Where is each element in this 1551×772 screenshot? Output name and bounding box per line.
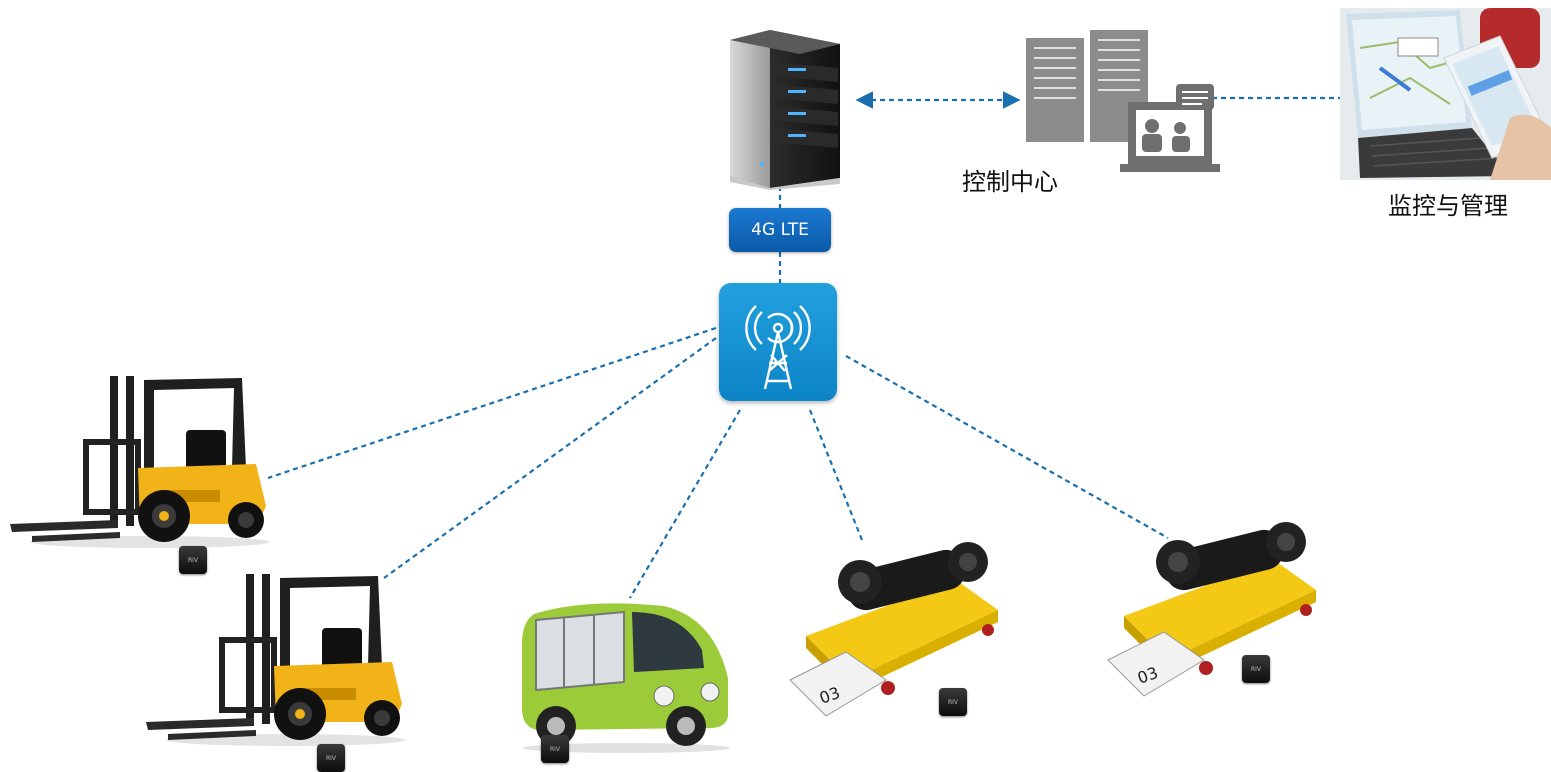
link-tower-forklift-1 [267,326,717,480]
cell-tower-icon [745,305,811,390]
link-tower-agv-1 [808,409,864,541]
electric-cart-icon [522,603,730,753]
agv-1-icon: 03 [789,542,998,717]
cell-tower-tile [719,283,837,401]
device-chip-agv-1: RIV [939,688,967,716]
link-tower-forklift-2 [383,337,717,579]
lte-badge: 4G LTE [729,208,831,252]
laptop-phone-illustration [1340,8,1551,180]
forklift-2-icon [146,574,406,746]
device-chip-forklift-2: RIV [317,744,345,772]
device-chip-text: RIV [549,745,561,753]
server-icon [730,30,840,190]
control-center-label: 控制中心 [962,168,1058,196]
forklift-1-icon [10,376,270,548]
device-chip-text: RIV [1250,665,1262,673]
device-chip-text: RIV [187,556,199,564]
device-chip-forklift-1: RIV [179,546,207,574]
link-tower-cart [629,409,741,599]
control-center-icon [1026,30,1220,172]
device-chip-cart: RIV [541,735,569,763]
device-chip-agv-2: RIV [1242,655,1270,683]
lte-label: 4G LTE [751,220,809,240]
device-chip-text: RIV [325,754,337,762]
link-tower-agv-2 [845,355,1169,539]
device-chip-text: RIV [947,698,959,706]
agv-2-icon: 03 [1107,522,1316,697]
monitoring-label: 监控与管理 [1388,192,1508,220]
